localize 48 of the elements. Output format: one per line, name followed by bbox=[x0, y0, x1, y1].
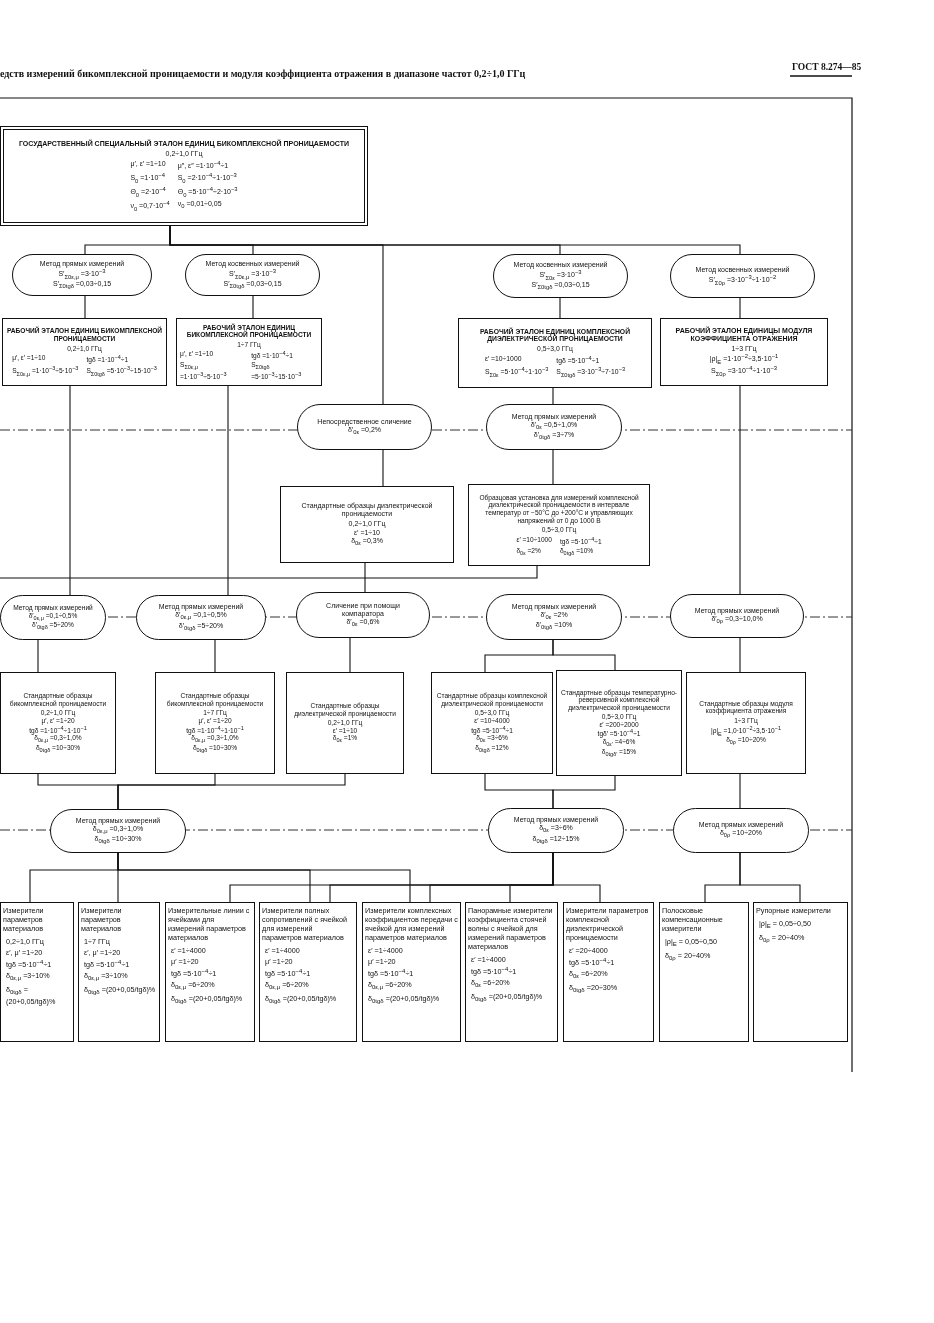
connector-line bbox=[552, 387, 554, 405]
connector-line bbox=[169, 225, 741, 255]
connector-line bbox=[382, 449, 384, 487]
connector-line bbox=[739, 852, 801, 903]
connector-line bbox=[214, 639, 216, 673]
connector-line bbox=[117, 773, 346, 810]
connector-line bbox=[739, 297, 741, 319]
connector-line bbox=[552, 639, 616, 671]
connector-line bbox=[364, 562, 366, 593]
instrument-box bbox=[165, 902, 255, 1042]
standard-box bbox=[660, 318, 828, 386]
standard-box bbox=[458, 318, 652, 388]
instrument-box bbox=[259, 902, 357, 1042]
connector-line bbox=[0, 565, 538, 579]
connector-line bbox=[739, 637, 741, 673]
connector-line bbox=[739, 385, 741, 595]
connector-line bbox=[552, 775, 616, 809]
standard-box bbox=[280, 486, 454, 563]
standard-box bbox=[176, 318, 322, 386]
connector-line bbox=[84, 295, 86, 319]
connector-line bbox=[37, 639, 39, 673]
standard-box bbox=[686, 672, 806, 774]
instrument-box bbox=[362, 902, 461, 1042]
connector-line bbox=[252, 295, 254, 319]
standard-box bbox=[0, 126, 368, 226]
connector-line bbox=[739, 773, 741, 809]
instrument-box bbox=[563, 902, 654, 1042]
running-header: едств измерений бикомплексной проницаемости и модуля коэффициента отражения в диапазоне частот 0,2÷1,0 ГГц bbox=[0, 68, 526, 79]
standard-box bbox=[286, 672, 404, 774]
standard-box bbox=[155, 672, 275, 774]
connector-line bbox=[552, 852, 601, 903]
connector-line bbox=[559, 297, 561, 319]
connector-line bbox=[69, 385, 71, 596]
standard-box bbox=[0, 672, 116, 774]
instrument-box bbox=[0, 902, 74, 1042]
instrument-box bbox=[753, 902, 848, 1042]
standard-box bbox=[556, 670, 682, 776]
standard-box bbox=[2, 318, 167, 386]
instrument-box bbox=[78, 902, 160, 1042]
standard-box bbox=[468, 484, 650, 566]
instrument-box bbox=[465, 902, 558, 1042]
connector-line bbox=[117, 852, 411, 903]
connector-line bbox=[227, 385, 229, 596]
instrument-box bbox=[659, 902, 749, 1042]
connector-line bbox=[552, 449, 554, 485]
document-number: ГОСТ 8.274—85 bbox=[792, 62, 862, 72]
standard-box bbox=[431, 672, 553, 774]
connector-line bbox=[349, 637, 351, 673]
